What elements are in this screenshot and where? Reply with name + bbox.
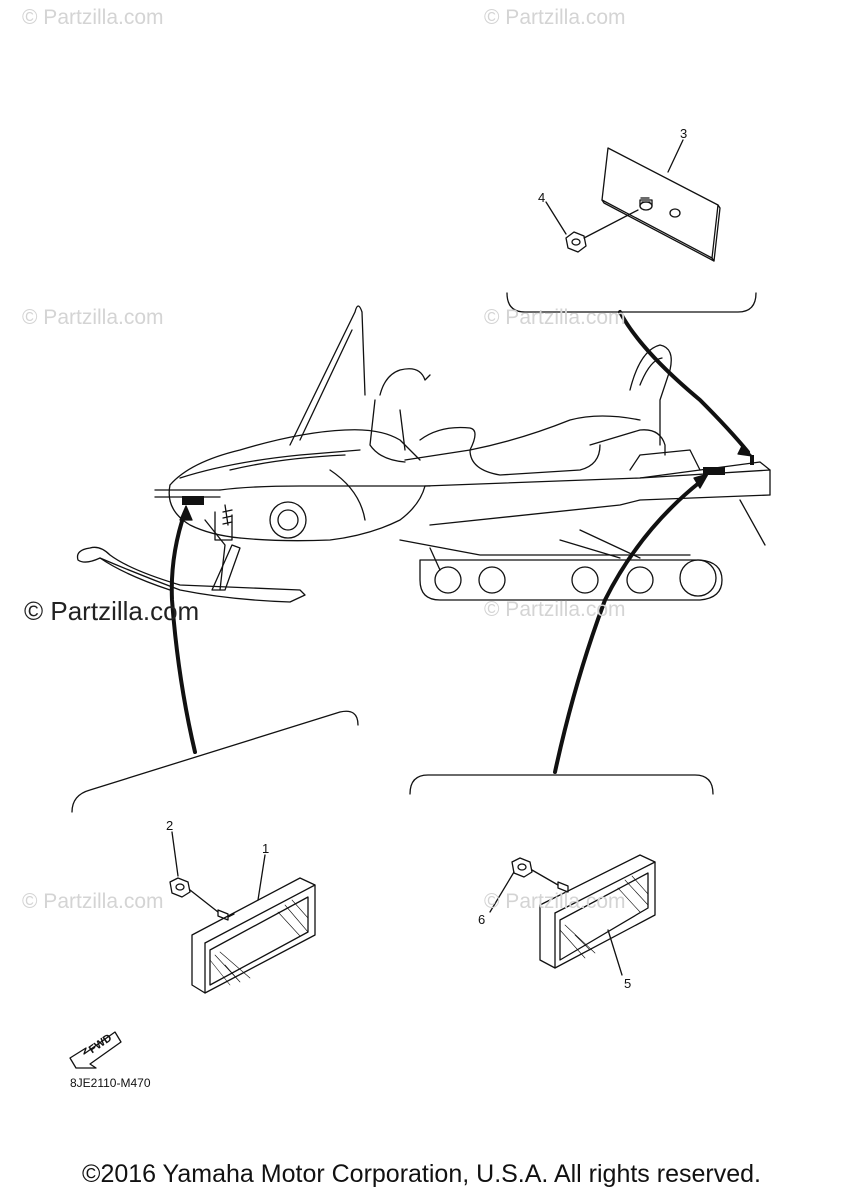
diagram-code: 8JE2110-M470	[70, 1076, 151, 1090]
snowmobile-outline	[76, 305, 771, 603]
watermark: © Partzilla.com	[484, 306, 626, 329]
callout-part-1: 1	[262, 841, 270, 856]
callout-part-3: 3	[680, 126, 688, 141]
watermark: © Partzilla.com	[22, 890, 164, 913]
callout-part-2: 2	[166, 818, 174, 833]
watermark: © Partzilla.com	[22, 306, 164, 329]
callout-part-5: 5	[624, 976, 632, 991]
watermark-large: © Partzilla.com	[24, 596, 200, 626]
fwd-arrow-icon	[69, 1031, 122, 1069]
watermark: © Partzilla.com	[484, 598, 626, 621]
watermark: © Partzilla.com	[22, 6, 164, 29]
watermark: © Partzilla.com	[484, 6, 626, 29]
copyright-notice: ©2016 Yamaha Motor Corporation, U.S.A. A…	[82, 1160, 761, 1188]
rear-reflector-detail	[506, 139, 757, 457]
watermark: © Partzilla.com	[484, 890, 626, 913]
front-reflector-detail	[71, 505, 359, 994]
side-reflector-detail	[409, 473, 714, 976]
callout-part-6: 6	[478, 912, 486, 927]
callout-part-4: 4	[538, 190, 546, 205]
